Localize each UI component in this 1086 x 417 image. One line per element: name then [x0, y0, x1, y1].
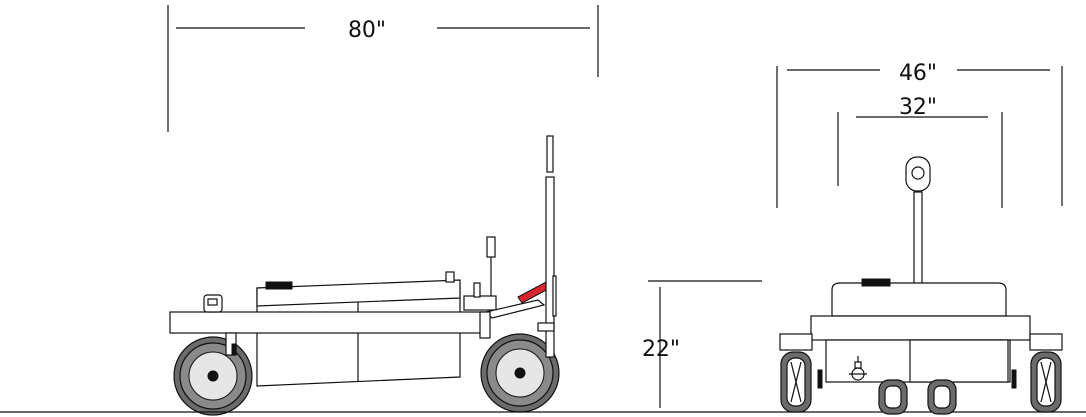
- inner-width-dimension-label: 32": [899, 95, 937, 120]
- outer-width-dimension-label: 46": [899, 61, 937, 86]
- rear-wheel-inner-left: [878, 379, 908, 415]
- side-deck: [169, 311, 487, 334]
- rear-deck: [810, 315, 1031, 341]
- rear-view: 46" 32": [776, 61, 1063, 415]
- side-front-wheel: [480, 333, 560, 413]
- side-tow-post: [545, 176, 555, 358]
- side-tank: [256, 279, 461, 307]
- rear-tank: [831, 282, 1007, 317]
- height-dimension: 22": [642, 280, 762, 408]
- rear-wheel-inner-right: [927, 379, 957, 415]
- rear-wheel-outer-right: [1030, 351, 1062, 413]
- rear-wheel-outer-left: [780, 351, 812, 413]
- height-dimension-label: 22": [642, 337, 680, 362]
- side-rear-wheel: [173, 336, 253, 416]
- side-view: 80": [167, 5, 599, 416]
- length-dimension-label: 80": [348, 18, 386, 43]
